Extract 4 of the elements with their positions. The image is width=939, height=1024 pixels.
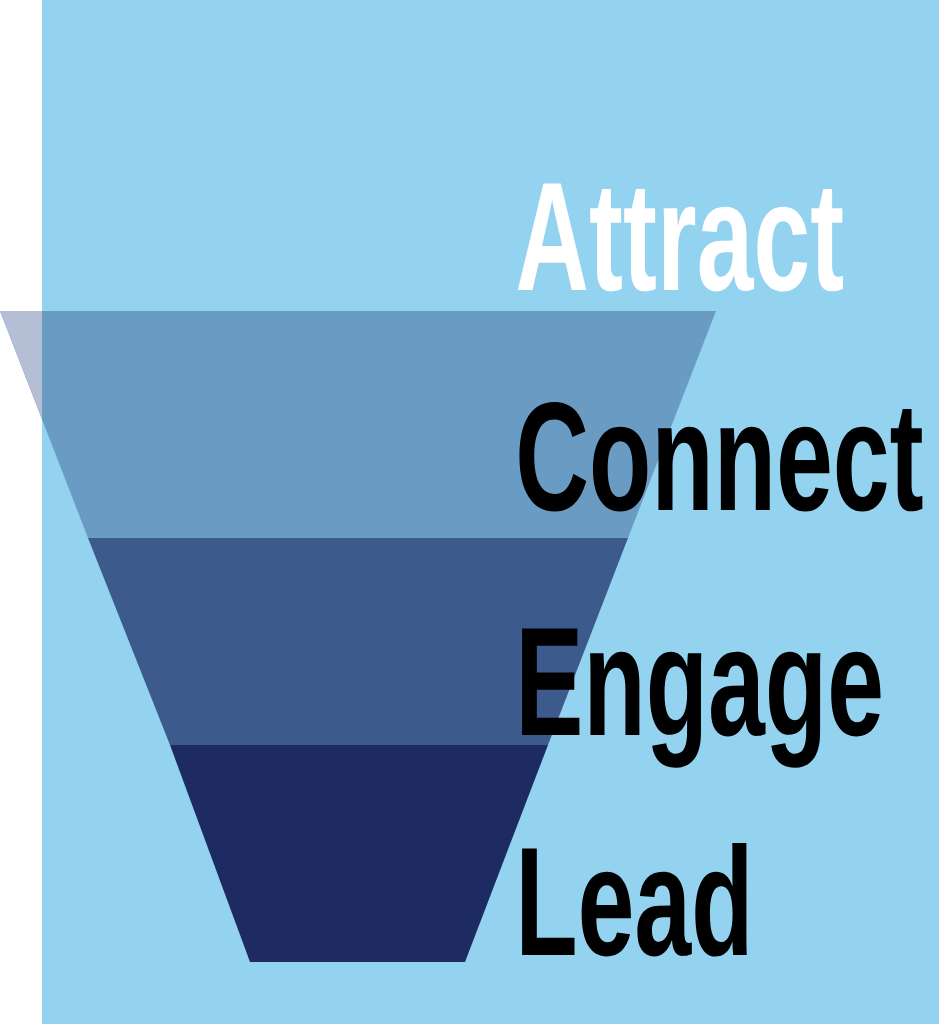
stage-label: Engage xyxy=(522,628,881,768)
stage-label: Lead xyxy=(522,842,747,957)
stage-label: Attract xyxy=(517,183,843,292)
stage-label: Connect xyxy=(519,402,923,512)
